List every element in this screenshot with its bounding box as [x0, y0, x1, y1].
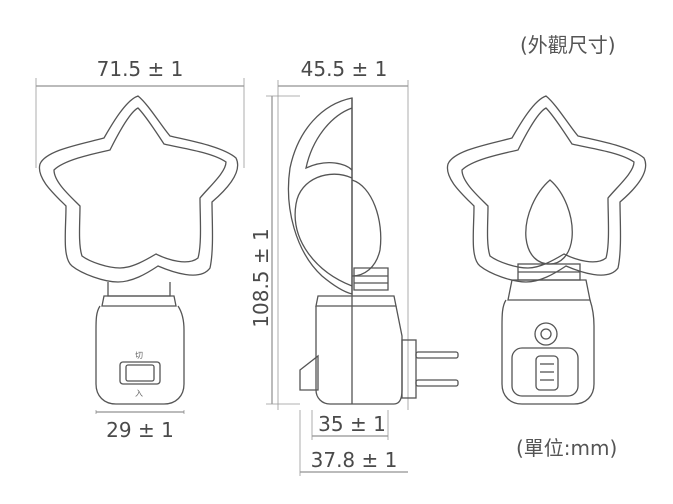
switch-label-off: 入	[135, 389, 143, 398]
total-depth-label: 37.8 ± 1	[311, 448, 398, 472]
base-width-label: 29 ± 1	[106, 418, 174, 442]
plug-depth-label: 35 ± 1	[318, 412, 386, 436]
unit-note: (單位:mm)	[516, 436, 617, 460]
switch-label-on: 切	[135, 351, 143, 360]
side-depth-label: 45.5 ± 1	[301, 57, 388, 81]
front-width-label: 71.5 ± 1	[97, 57, 184, 81]
height-label: 108.5 ± 1	[249, 228, 273, 327]
side-view	[266, 80, 459, 476]
back-view	[446, 95, 647, 405]
drawing-title: (外觀尺寸)	[520, 33, 616, 57]
front-view	[35, 78, 245, 414]
